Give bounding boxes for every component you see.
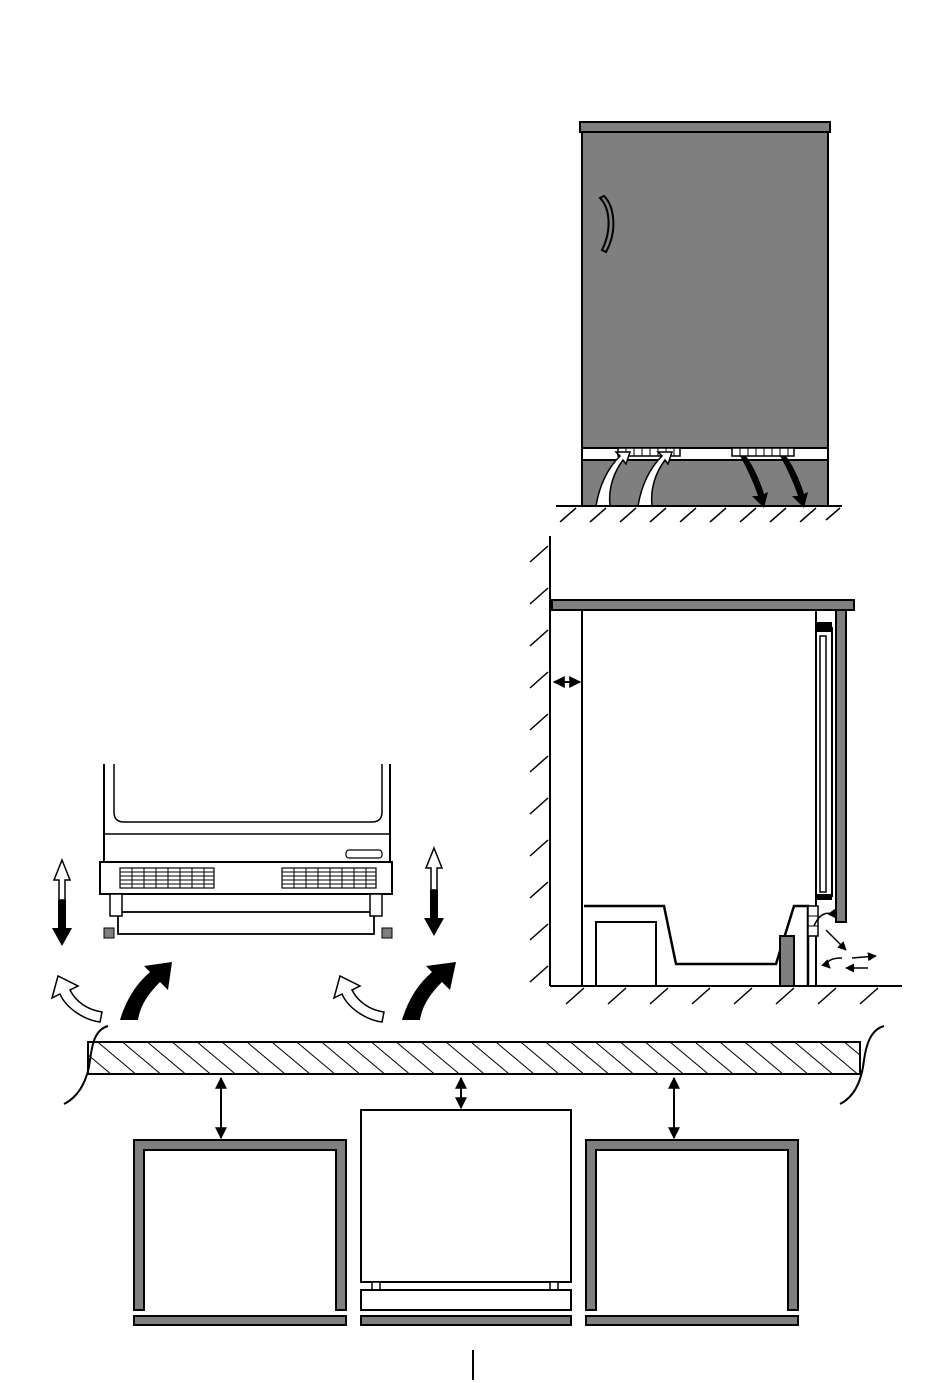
cabinet-right	[586, 1140, 798, 1325]
appliance-door	[582, 132, 828, 448]
appliance-center	[361, 1110, 571, 1325]
inner-liner	[114, 764, 382, 822]
warm-air-arrow-icon	[334, 976, 384, 1022]
floor-hatch-section	[566, 988, 878, 1004]
door-hinge-bottom	[816, 894, 832, 900]
cool-air-arrow-icon	[402, 962, 456, 1020]
countertop-hatched	[88, 1042, 860, 1074]
worktop	[580, 122, 830, 132]
door-panel-section	[836, 610, 846, 922]
kickplate-grille-left	[120, 868, 214, 888]
plinth-section	[780, 936, 794, 986]
plinth-vent-right	[732, 448, 794, 456]
cabinet-left	[134, 1140, 346, 1325]
control-badge	[346, 850, 382, 858]
adjustable-foot-right	[382, 928, 392, 938]
plinth-ventilation-detail	[52, 764, 456, 1022]
warm-air-arrow-icon	[52, 976, 102, 1022]
under-counter-clearance	[64, 1026, 884, 1380]
worktop-section	[552, 600, 854, 610]
appliance-door-edge	[816, 628, 832, 896]
wall-hatch	[530, 546, 548, 982]
height-adjust-arrow-right	[424, 848, 444, 936]
compressor-box	[596, 922, 656, 986]
base-rail	[118, 912, 374, 934]
side-section-installation	[530, 536, 902, 1004]
front-view-appliance	[556, 122, 842, 522]
floor-hatch	[560, 508, 840, 522]
height-adjust-arrow-left	[52, 860, 72, 946]
cool-air-arrow-icon	[120, 962, 172, 1020]
kickplate-grille-right	[282, 868, 376, 888]
door-hinge-top	[816, 622, 832, 632]
adjustable-foot-left	[104, 928, 114, 938]
